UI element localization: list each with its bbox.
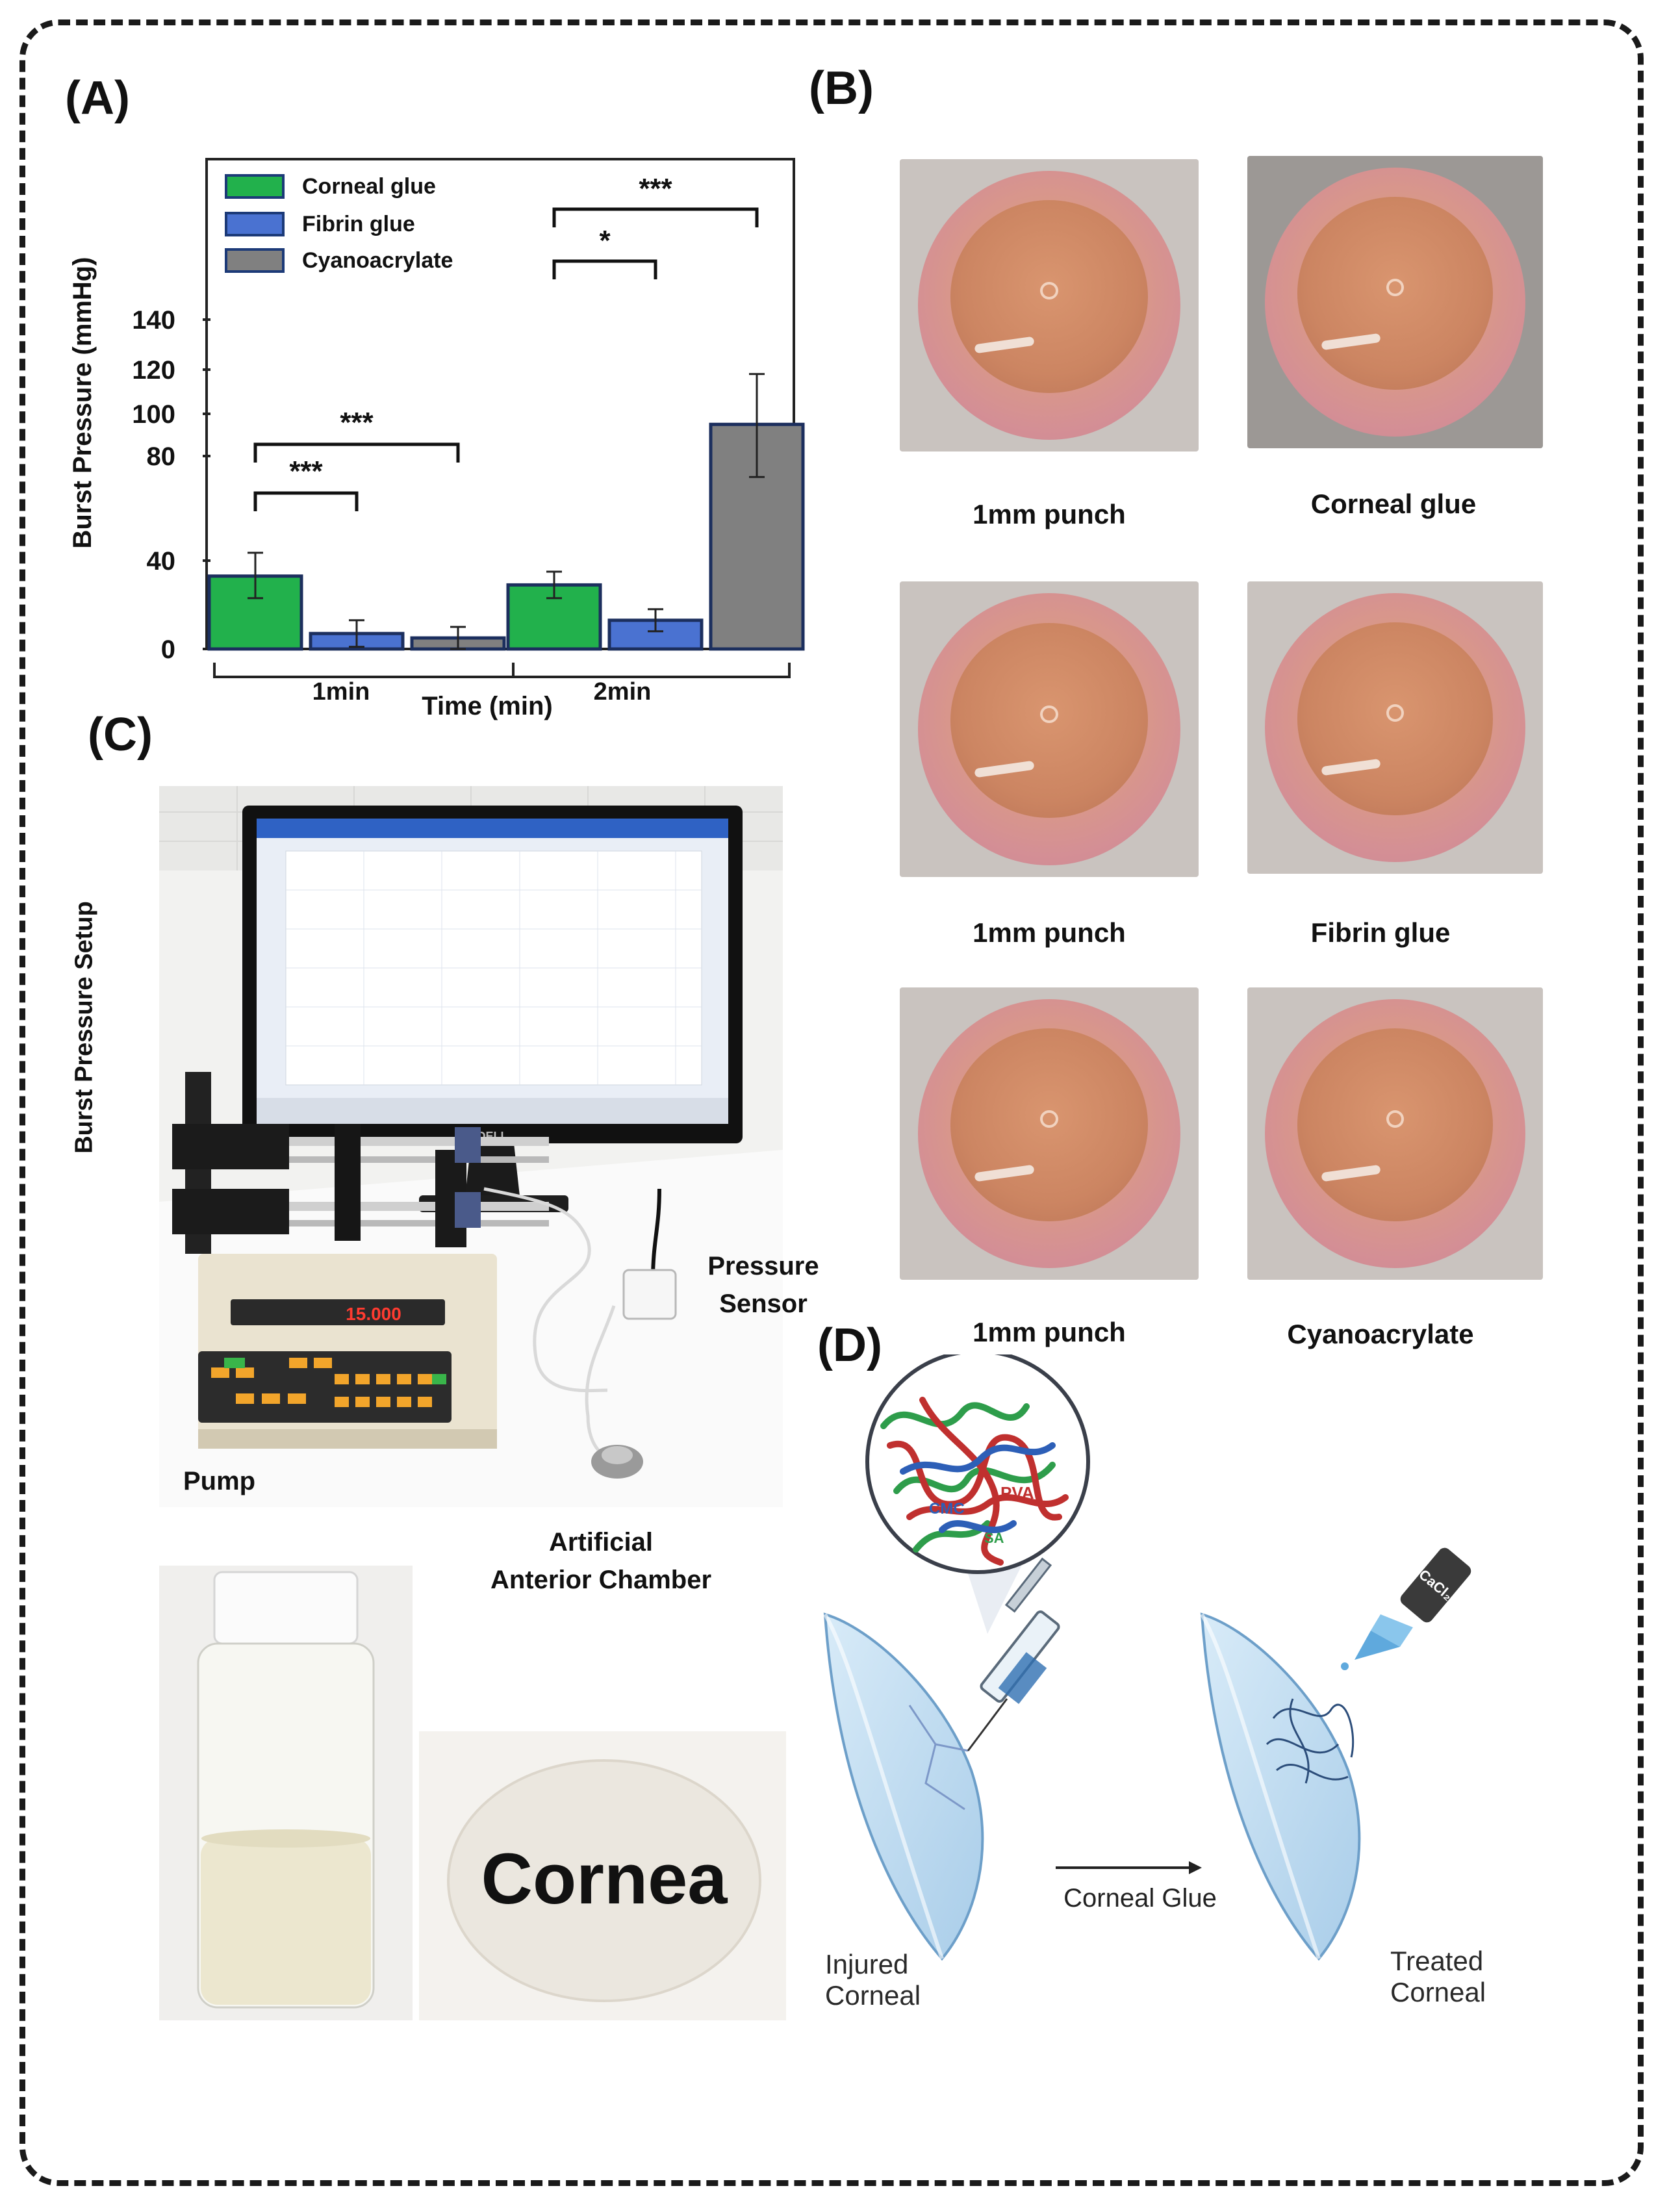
cornea-printed-text: Cornea (481, 1839, 728, 1919)
label-sa: SA (984, 1530, 1004, 1546)
caption-cyanoacrylate: Cyanoacrylate (1287, 1319, 1474, 1349)
legend-swatch-corneal-glue (225, 174, 285, 199)
photo-1mm-punch-1 (900, 159, 1199, 451)
application-diagram: PVA CMC SA Corneal Glue CaCl₂ (823, 1354, 1471, 1961)
syringe-pump: 15.000 (172, 1072, 549, 1449)
x-axis-label: Time (min) (422, 692, 553, 720)
treated-cornea (1200, 1612, 1361, 1961)
glue-film (447, 1759, 761, 2002)
photo-fibrin-glue (1247, 581, 1543, 874)
bar-group (207, 373, 805, 651)
injured-cornea (823, 1612, 984, 1961)
caption-fibrin-glue: Fibrin glue (1310, 917, 1451, 948)
significance-label: *** (289, 455, 323, 487)
y-axis: 0 40 80 100 120 140 (132, 306, 210, 664)
photo-corneal-glue (1247, 156, 1543, 448)
pressure-sensor-device (622, 1269, 677, 1320)
significance-bracket (253, 442, 460, 463)
label-pump: Pump (183, 1467, 256, 1495)
label-pressure-sensor: Pressure Sensor (707, 1252, 819, 1318)
cornea-film-photo: Cornea (419, 1731, 786, 2020)
cacl2-dropper-icon: CaCl₂ (1341, 1547, 1471, 1670)
vial-photo (159, 1566, 413, 2020)
syringe-icon (967, 1557, 1060, 1751)
significance-label: *** (639, 173, 672, 205)
photo-1mm-punch-3 (900, 987, 1199, 1280)
label-cmc: CMC (929, 1500, 965, 1518)
caption-corneal-glue: Corneal glue (1310, 489, 1477, 519)
significance-bracket (552, 207, 759, 227)
legend-swatch-fibrin-glue (225, 212, 285, 236)
group-brace-1min (213, 663, 515, 678)
significance-label: * (599, 225, 611, 257)
caption-1mm-punch-1: 1mm punch (973, 499, 1126, 529)
label-injured: Injured Corneal (825, 1949, 921, 2011)
caption-1mm-punch-2: 1mm punch (973, 917, 1126, 948)
y-tick-label: 120 (132, 356, 175, 385)
panel-c-label: (C) (88, 709, 153, 761)
photo-cyanoacrylate (1247, 987, 1543, 1280)
category-label-2min: 2min (594, 678, 652, 706)
label-treated: Treated Corneal (1390, 1946, 1486, 2008)
panel-b-label: (B) (809, 62, 874, 114)
label-pva: PVA (1000, 1483, 1034, 1503)
label-artificial-anterior-chamber: Artificial Anterior Chamber (490, 1528, 712, 1594)
panel-a-label: (A) (65, 72, 130, 124)
y-tick-label: 80 (147, 442, 176, 471)
category-label-1min: 1min (312, 678, 370, 706)
legend-swatch-cyanoacrylate (225, 248, 285, 273)
legend-label-fibrin-glue: Fibrin glue (302, 212, 415, 236)
y-axis-label: Burst Pressure (mmHg) (68, 257, 97, 548)
group-brace-2min (512, 663, 791, 678)
photo-1mm-punch-2 (900, 581, 1199, 877)
glue-liquid (201, 1838, 371, 2005)
significance-brackets: ********** (253, 173, 759, 511)
vial-cap (213, 1571, 359, 1645)
y-tick-label: 140 (132, 306, 175, 335)
setup-photo: DELL 15.000 (159, 786, 783, 1507)
legend: Corneal glue Fibrin glue Cyanoacrylate (225, 174, 453, 273)
significance-bracket (253, 491, 359, 511)
caption-1mm-punch-3: 1mm punch (973, 1317, 1126, 1347)
setup-vertical-title-wrap: Burst Pressure Setup (65, 890, 104, 1169)
y-tick-label: 40 (147, 547, 176, 576)
y-tick-label: 100 (132, 400, 175, 429)
pump-display: 15.000 (346, 1304, 401, 1324)
legend-label-corneal-glue: Corneal glue (302, 174, 436, 199)
legend-label-cyanoacrylate: Cyanoacrylate (302, 248, 453, 273)
setup-vertical-title: Burst Pressure Setup (70, 901, 98, 1154)
arrow-label-corneal-glue: Corneal Glue (1063, 1884, 1217, 1913)
y-tick-label: 0 (161, 635, 175, 664)
significance-label: *** (340, 407, 374, 439)
dashed-frame (19, 19, 1644, 2186)
panel-d-label: (D) (817, 1319, 882, 1371)
significance-bracket (552, 259, 657, 279)
